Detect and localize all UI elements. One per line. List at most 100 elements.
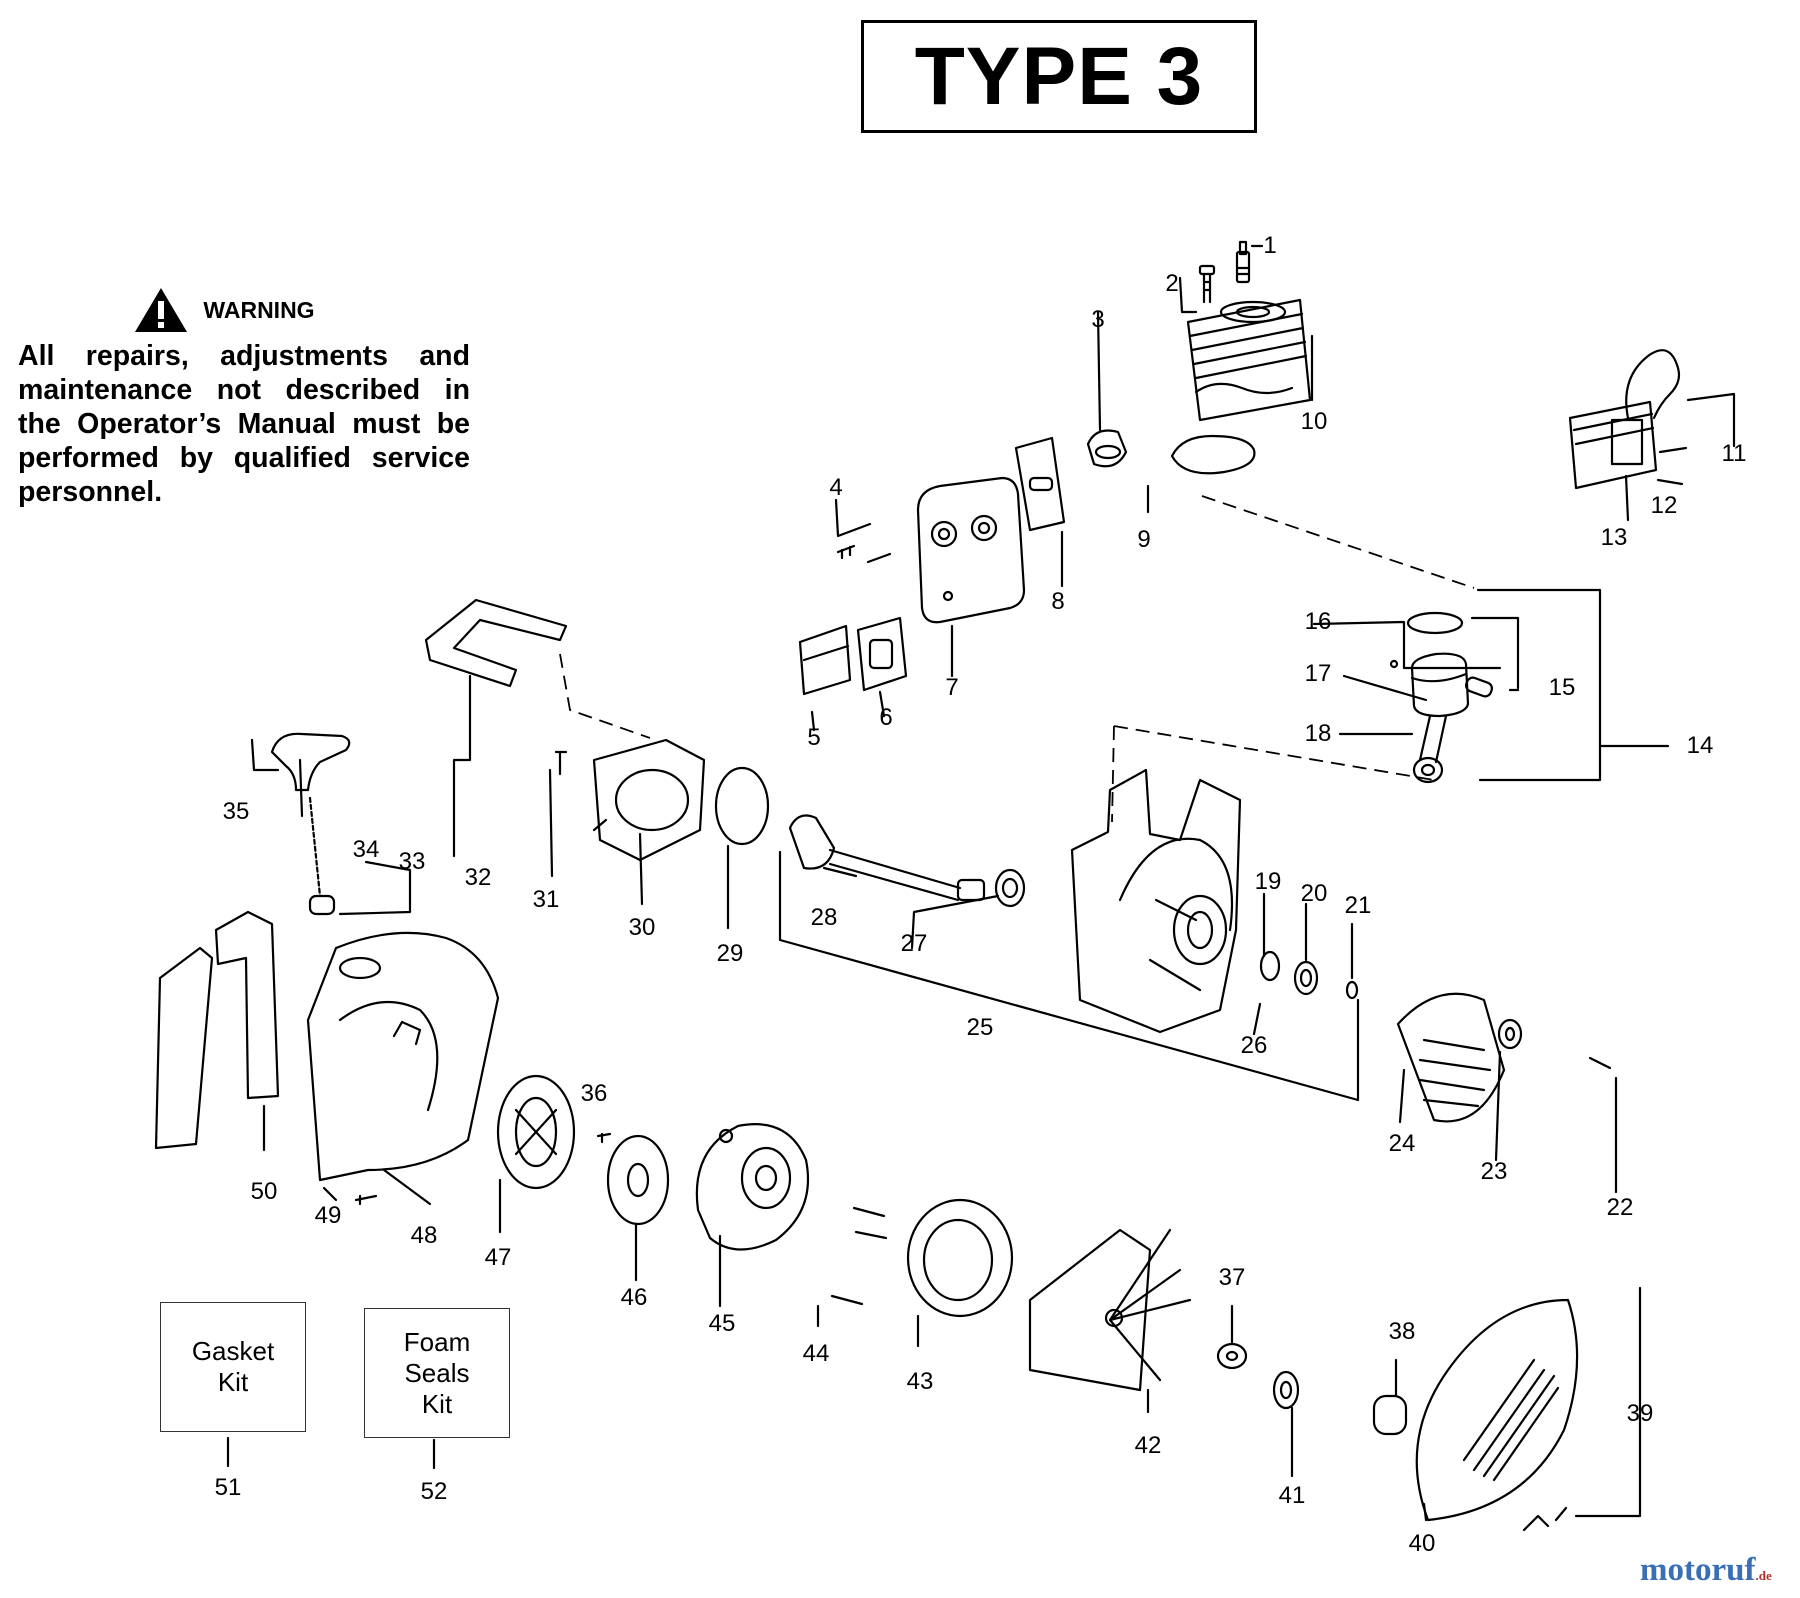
callout-45: 45	[708, 1310, 736, 1337]
gasket-kit-box: Gasket Kit	[160, 1302, 306, 1432]
crankcase-part	[1070, 768, 1242, 1034]
callout-40: 40	[1408, 1530, 1436, 1557]
screw-part	[830, 1206, 888, 1306]
callout-3: 3	[1091, 306, 1105, 333]
nut-part	[1216, 1342, 1248, 1370]
pin-part	[1588, 1056, 1612, 1070]
foam-seals-kit-label: Foam Seals Kit	[403, 1326, 471, 1419]
callout-30: 30	[628, 914, 656, 941]
crankcase-cover-part	[592, 738, 706, 862]
kit-callout-51: 51	[214, 1474, 242, 1501]
washer-part	[606, 1134, 670, 1226]
callout-38: 38	[1388, 1318, 1416, 1345]
callout-33: 33	[398, 848, 426, 875]
callout-12: 12	[1650, 492, 1678, 519]
callout-39: 39	[1626, 1400, 1654, 1427]
starter-handle-part	[270, 732, 351, 916]
lock-washer-part	[1272, 1370, 1300, 1410]
callout-4: 4	[829, 474, 843, 501]
callout-31: 31	[532, 886, 560, 913]
callout-18: 18	[1304, 720, 1332, 747]
callout-41: 41	[1278, 1482, 1306, 1509]
foam-seals-kit-box: Foam Seals Kit	[364, 1308, 510, 1438]
callout-8: 8	[1051, 588, 1065, 615]
watermark-tld: .de	[1755, 1568, 1772, 1583]
callout-17: 17	[1304, 660, 1332, 687]
cylinder-part	[1186, 298, 1312, 422]
foam-seal-part	[154, 910, 280, 1150]
callout-26: 26	[1240, 1032, 1268, 1059]
muffler-part	[916, 476, 1026, 624]
callout-24: 24	[1388, 1130, 1416, 1157]
callout-35: 35	[222, 798, 250, 825]
callout-15: 15	[1548, 674, 1576, 701]
callout-22: 22	[1606, 1194, 1634, 1221]
spacer-part	[1372, 1394, 1408, 1436]
callout-11: 11	[1721, 440, 1747, 467]
callout-6: 6	[879, 704, 893, 731]
crank-seal-part	[994, 868, 1026, 908]
callout-13: 13	[1600, 524, 1628, 551]
callout-5: 5	[807, 724, 821, 751]
callout-25: 25	[966, 1014, 994, 1041]
handle-frame-part	[424, 598, 568, 688]
muffler-gasket-part	[856, 616, 908, 692]
callout-23: 23	[1480, 1158, 1508, 1185]
callout-50: 50	[250, 1178, 278, 1205]
fan-cover-part	[906, 1198, 1014, 1318]
callout-14: 14	[1686, 732, 1714, 759]
callout-19: 19	[1254, 868, 1282, 895]
callout-42: 42	[1134, 1432, 1162, 1459]
callout-48: 48	[410, 1222, 438, 1249]
callout-9: 9	[1137, 526, 1151, 553]
muffler-shield-part	[1014, 436, 1066, 532]
starter-pulley-part	[496, 1074, 576, 1190]
warning-triangle-icon	[135, 288, 188, 332]
callout-7: 7	[945, 674, 959, 701]
piston-assembly-part	[1389, 611, 1494, 784]
warning-header: WARNING	[0, 283, 470, 337]
watermark-brand: motoruf	[1640, 1552, 1756, 1588]
type-title: TYPE 3	[914, 30, 1204, 122]
callout-47: 47	[484, 1244, 512, 1271]
callout-44: 44	[802, 1340, 830, 1367]
callout-36: 36	[580, 1080, 608, 1107]
blower-housing-part	[306, 931, 500, 1182]
warning-notice: WARNING All repairs, adjustments and mai…	[18, 283, 470, 509]
warning-heading: WARNING	[203, 296, 315, 323]
ignition-module-part	[1568, 349, 1688, 490]
callout-21: 21	[1344, 892, 1372, 919]
callout-2: 2	[1165, 270, 1179, 297]
gasket-kit-label: Gasket Kit	[191, 1336, 275, 1397]
callout-43: 43	[906, 1368, 934, 1395]
cylinder-bolt-part	[1198, 264, 1216, 304]
seal-part	[1259, 950, 1281, 982]
callout-27: 27	[900, 930, 928, 957]
callout-46: 46	[620, 1284, 648, 1311]
housing-screw-part	[354, 1194, 378, 1206]
muffler-screw-part	[836, 544, 892, 564]
intake-boot-part	[1086, 429, 1128, 468]
callout-34: 34	[352, 836, 380, 863]
callout-16: 16	[1304, 608, 1332, 635]
callout-29: 29	[716, 940, 744, 967]
o-ring-part	[714, 766, 770, 846]
type-label-box: TYPE 3	[861, 20, 1257, 133]
watermark-logo: motoruf.de	[1640, 1552, 1772, 1589]
callout-1: 1	[1263, 232, 1277, 259]
callout-37: 37	[1218, 1264, 1246, 1291]
starter-assembly-part	[695, 1123, 810, 1251]
impeller-part	[1028, 1228, 1192, 1392]
spark-plug-part	[1235, 240, 1251, 284]
flywheel-washer-part	[1497, 1018, 1523, 1050]
callout-28: 28	[810, 904, 838, 931]
callout-20: 20	[1300, 880, 1328, 907]
warning-text: All repairs, adjustments and maintenance…	[18, 340, 470, 508]
callout-49: 49	[314, 1202, 342, 1229]
callout-10: 10	[1300, 408, 1328, 435]
callout-32: 32	[464, 864, 492, 891]
kit-callout-52: 52	[420, 1478, 448, 1505]
spark-arrestor-part	[798, 624, 852, 696]
flywheel-part	[1396, 992, 1506, 1123]
